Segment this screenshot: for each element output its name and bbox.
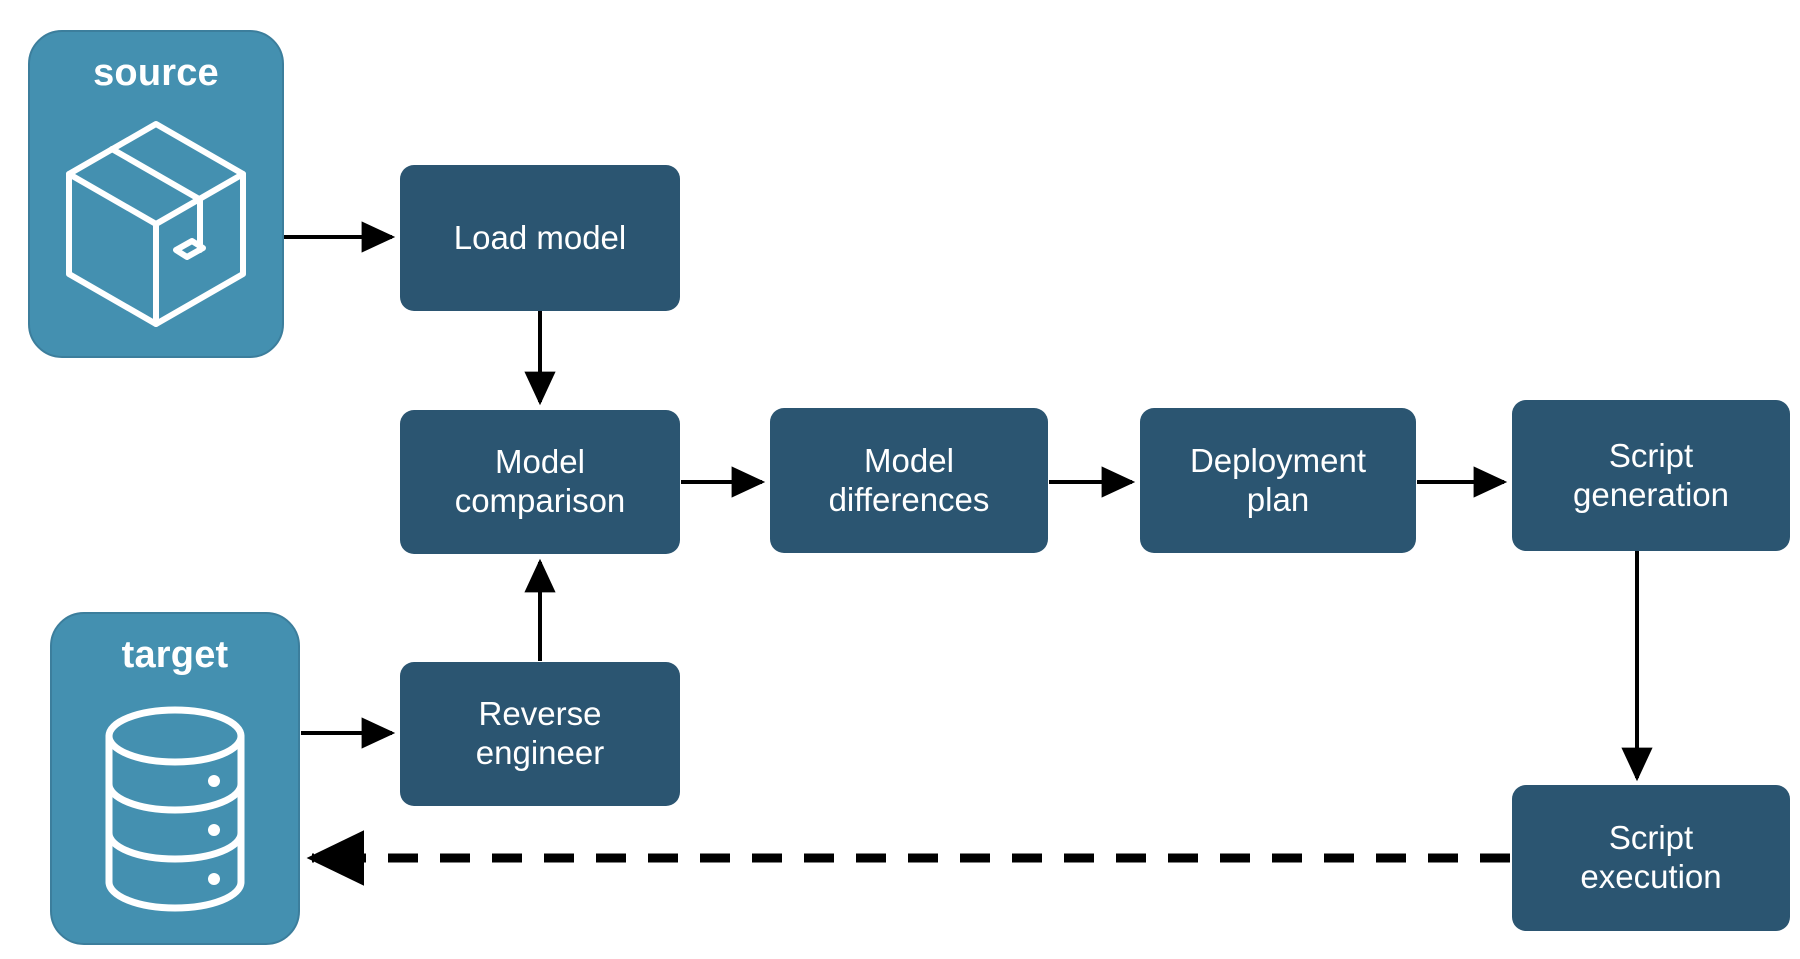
- process-script-generation[interactable]: Script generation: [1512, 400, 1790, 551]
- endpoint-source[interactable]: source: [28, 30, 284, 358]
- endpoint-target[interactable]: target: [50, 612, 300, 945]
- endpoint-target-label: target: [121, 634, 229, 676]
- process-script-generation-line1: Script: [1608, 436, 1694, 474]
- process-script-execution[interactable]: Script execution: [1512, 785, 1790, 931]
- process-reverse-engineer-line2: engineer: [475, 734, 605, 771]
- process-script-execution-line1: Script: [1608, 819, 1694, 857]
- process-model-differences-line2: differences: [828, 480, 990, 518]
- process-reverse-engineer-line1: Reverse: [478, 695, 602, 733]
- process-model-comparison-line2: comparison: [454, 482, 626, 519]
- process-script-execution-line2: execution: [1580, 858, 1722, 895]
- process-model-comparison-line1: Model: [495, 443, 585, 481]
- process-model-differences[interactable]: Model differences: [770, 408, 1048, 553]
- process-model-comparison[interactable]: Model comparison: [400, 410, 680, 554]
- process-load-model-line1: Load model: [453, 218, 627, 256]
- database-cylinder-icon: [52, 674, 298, 943]
- process-deployment-plan[interactable]: Deployment plan: [1140, 408, 1416, 553]
- process-deployment-plan-line2: plan: [1246, 480, 1310, 518]
- process-load-model[interactable]: Load model: [400, 165, 680, 311]
- process-model-differences-line1: Model: [864, 441, 954, 479]
- endpoint-source-label: source: [93, 52, 219, 94]
- package-box-icon: [30, 92, 282, 356]
- process-deployment-plan-line1: Deployment: [1189, 441, 1367, 479]
- process-script-generation-line2: generation: [1573, 475, 1729, 513]
- process-reverse-engineer[interactable]: Reverse engineer: [400, 662, 680, 806]
